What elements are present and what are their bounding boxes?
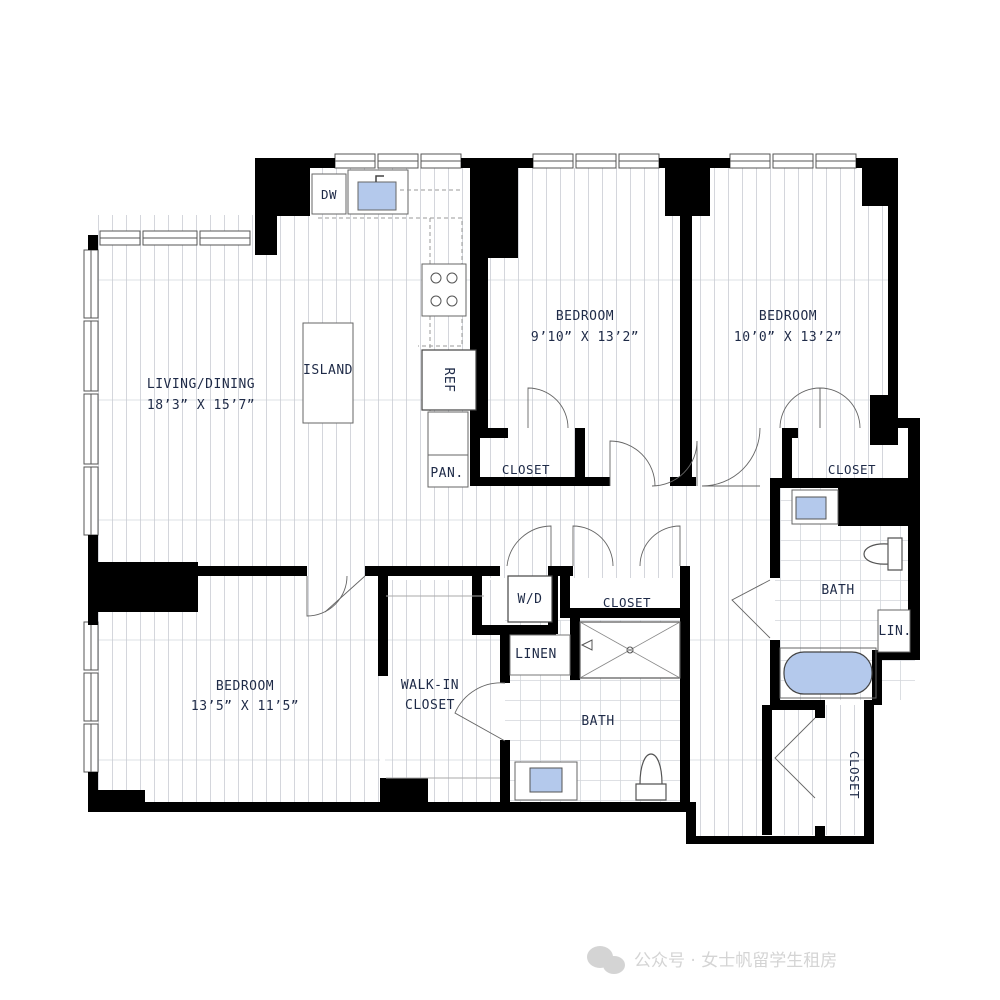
door-swings [306, 387, 861, 799]
bedroom-2-size: 10’0” X 13’2” [734, 330, 842, 345]
linen-closet-2 [877, 609, 911, 653]
floor-fills [95, 168, 915, 838]
linen-label: LINEN [515, 647, 557, 662]
bath-1-fixtures [514, 753, 667, 801]
living-size: 18’3” X 15’7” [147, 398, 255, 413]
vanity-1-sink [529, 767, 563, 793]
tub [783, 651, 873, 695]
linen-closet [509, 634, 571, 676]
kitchen-fixtures [302, 169, 477, 488]
closet-3-label: CLOSET [603, 595, 651, 610]
bath-2-label: BATH [821, 583, 854, 598]
bedroom-1-size: 9’10” X 13’2” [531, 330, 639, 345]
bedroom-2-label: BEDROOM [759, 309, 817, 324]
pantry [427, 411, 469, 488]
bedroom-3-floor [95, 575, 380, 803]
washer-dryer [507, 575, 553, 623]
refrigerator-label: REF [441, 368, 456, 393]
wechat-icon [587, 946, 625, 974]
walk-in-label-2: CLOSET [405, 698, 455, 713]
utility-fixtures [507, 575, 681, 679]
walk-in-label-1: WALK-IN [401, 678, 459, 693]
toilet-1 [635, 753, 667, 801]
closet-2-label: CLOSET [828, 462, 876, 477]
bedroom-3-size: 13’5” X 11’5” [191, 699, 299, 714]
closet-1-label: CLOSET [502, 462, 550, 477]
watermark-text: 公众号 · 女士帆留学生租房 [634, 951, 837, 971]
living-label: LIVING/DINING [147, 377, 255, 392]
bath-1-label: BATH [581, 714, 614, 729]
closet-4-floor [770, 705, 865, 835]
bath-2-fixtures [779, 489, 911, 699]
vanity-2-sink [795, 496, 827, 520]
walls [88, 158, 920, 844]
toilet-2 [863, 537, 903, 571]
island [302, 322, 354, 424]
closet-4-label: CLOSET [847, 751, 862, 799]
linen-2-label: LIN. [878, 624, 911, 639]
bedroom-2-floor [690, 168, 890, 478]
living-floor [95, 215, 475, 575]
cooktop [421, 263, 467, 317]
watermark: 公众号 · 女士帆留学生租房 [587, 946, 837, 974]
island-label: ISLAND [303, 363, 353, 378]
washer-dryer-label: W/D [518, 592, 543, 607]
bedroom-1-label: BEDROOM [556, 309, 614, 324]
hall-floor-2 [690, 478, 770, 838]
dishwasher [311, 173, 347, 215]
bedroom-3-label: BEDROOM [216, 679, 274, 694]
refrigerator [421, 349, 477, 411]
kitchen-sink [357, 181, 397, 211]
pantry-label: PAN. [430, 466, 463, 481]
labels: LIVING/DINING 18’3” X 15’7” BEDROOM 9’10… [147, 187, 911, 799]
dishwasher-label: DW [321, 187, 337, 202]
